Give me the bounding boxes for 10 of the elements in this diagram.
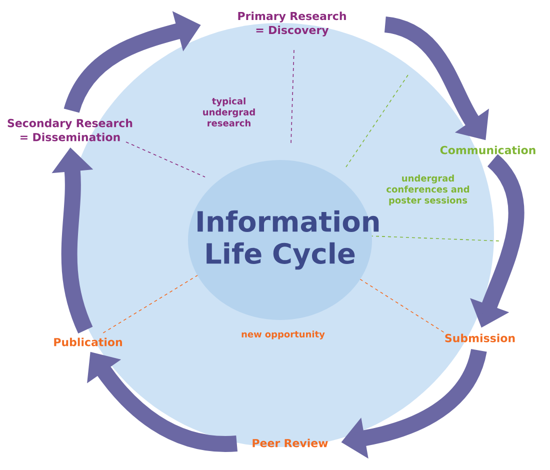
sector-note: undergrad conferences and poster sessions — [386, 174, 470, 206]
stage-label: Publication — [54, 338, 122, 346]
sector-note: typical undergrad research — [203, 98, 255, 126]
stage-label: Submission — [445, 334, 515, 342]
stage-label: Peer Review — [252, 438, 328, 448]
stage-label: Secondary Research = Dissemination — [8, 118, 132, 142]
sector-note: new opportunity — [242, 330, 325, 340]
stage-label: Primary Research = Discovery — [238, 12, 346, 36]
stage-label: Communication — [440, 146, 536, 154]
center-title: Information Life Cycle — [198, 210, 379, 270]
